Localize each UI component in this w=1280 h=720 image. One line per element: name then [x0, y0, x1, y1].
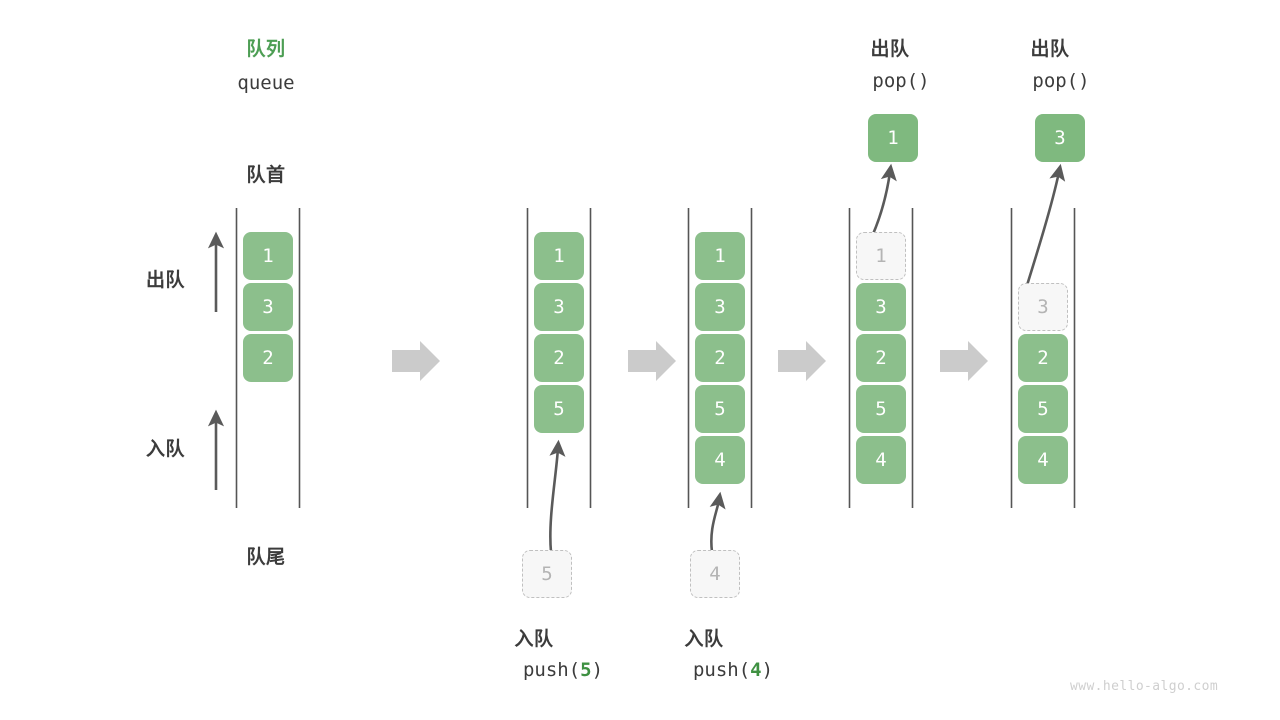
right-arrow-icon	[628, 341, 676, 381]
push-caption-code: push(4)	[693, 659, 773, 681]
push-arrows	[549, 439, 726, 553]
queue-tail-label: 队尾	[246, 547, 286, 568]
queue-cell[interactable]: 3	[243, 283, 293, 331]
queue-cell[interactable]: 5	[695, 385, 745, 433]
push-caption-cn: 入队	[684, 629, 724, 650]
dequeue-label: 出队	[146, 270, 186, 291]
queue-column-state-after-push-5: 1 3 2 5	[534, 232, 584, 433]
queue-cell[interactable]: 2	[695, 334, 745, 382]
queue-cell[interactable]: 4	[1018, 436, 1068, 484]
pop-caption-cn: 出队	[870, 39, 910, 60]
queue-cell[interactable]: 1	[534, 232, 584, 280]
code-suffix: )	[591, 659, 604, 681]
page-subtitle: queue	[237, 72, 295, 94]
queue-column-state-pop-3: 3 2 5 4	[1018, 232, 1068, 484]
code-arg: 5	[580, 659, 592, 681]
code-prefix: push(	[692, 659, 751, 681]
code-arg: 4	[750, 659, 762, 681]
queue-cell[interactable]: 4	[695, 436, 745, 484]
curved-up-arrow-icon	[709, 491, 726, 553]
code-suffix: )	[761, 659, 774, 681]
queue-cell[interactable]: 5	[1018, 385, 1068, 433]
queue-cell[interactable]: 5	[856, 385, 906, 433]
pending-push-value[interactable]: 5	[522, 550, 572, 598]
push-caption-code: push(5)	[523, 659, 603, 681]
popped-value[interactable]: 1	[868, 114, 918, 162]
queue-cell[interactable]: 5	[534, 385, 584, 433]
push-caption-cn: 入队	[514, 629, 554, 650]
curved-up-arrow-icon	[549, 439, 566, 553]
queue-column-state-after-push-4: 1 3 2 5 4	[695, 232, 745, 484]
right-arrow-icon	[392, 341, 440, 381]
pending-push-value[interactable]: 4	[690, 550, 740, 598]
right-arrow-icon	[940, 341, 988, 381]
queue-cell[interactable]: 2	[243, 334, 293, 382]
queue-head-label: 队首	[246, 165, 286, 186]
queue-column-state-initial: 1 3 2	[243, 232, 293, 382]
queue-cell[interactable]: 3	[856, 283, 906, 331]
pop-caption-code: pop()	[1032, 70, 1090, 92]
queue-cell[interactable]: 3	[534, 283, 584, 331]
popped-value[interactable]: 3	[1035, 114, 1085, 162]
watermark: www.hello-algo.com	[1070, 679, 1219, 694]
queue-cell-removed[interactable]: 1	[856, 232, 906, 280]
enqueue-label: 入队	[146, 439, 186, 460]
queue-cell[interactable]: 3	[695, 283, 745, 331]
queue-cell[interactable]: 2	[856, 334, 906, 382]
queue-cell[interactable]: 2	[534, 334, 584, 382]
queue-cell[interactable]: 1	[243, 232, 293, 280]
queue-rails	[235, 208, 1076, 508]
queue-cell[interactable]: 2	[1018, 334, 1068, 382]
page-title: 队列	[246, 39, 286, 60]
pop-caption-code: pop()	[872, 70, 930, 92]
queue-cell[interactable]: 1	[695, 232, 745, 280]
queue-column-state-pop-1: 1 3 2 5 4	[856, 232, 906, 484]
pop-caption-cn: 出队	[1030, 39, 1070, 60]
queue-cell[interactable]: 4	[856, 436, 906, 484]
right-arrow-icon	[778, 341, 826, 381]
queue-cell-removed[interactable]: 3	[1018, 283, 1068, 331]
code-prefix: push(	[522, 659, 581, 681]
